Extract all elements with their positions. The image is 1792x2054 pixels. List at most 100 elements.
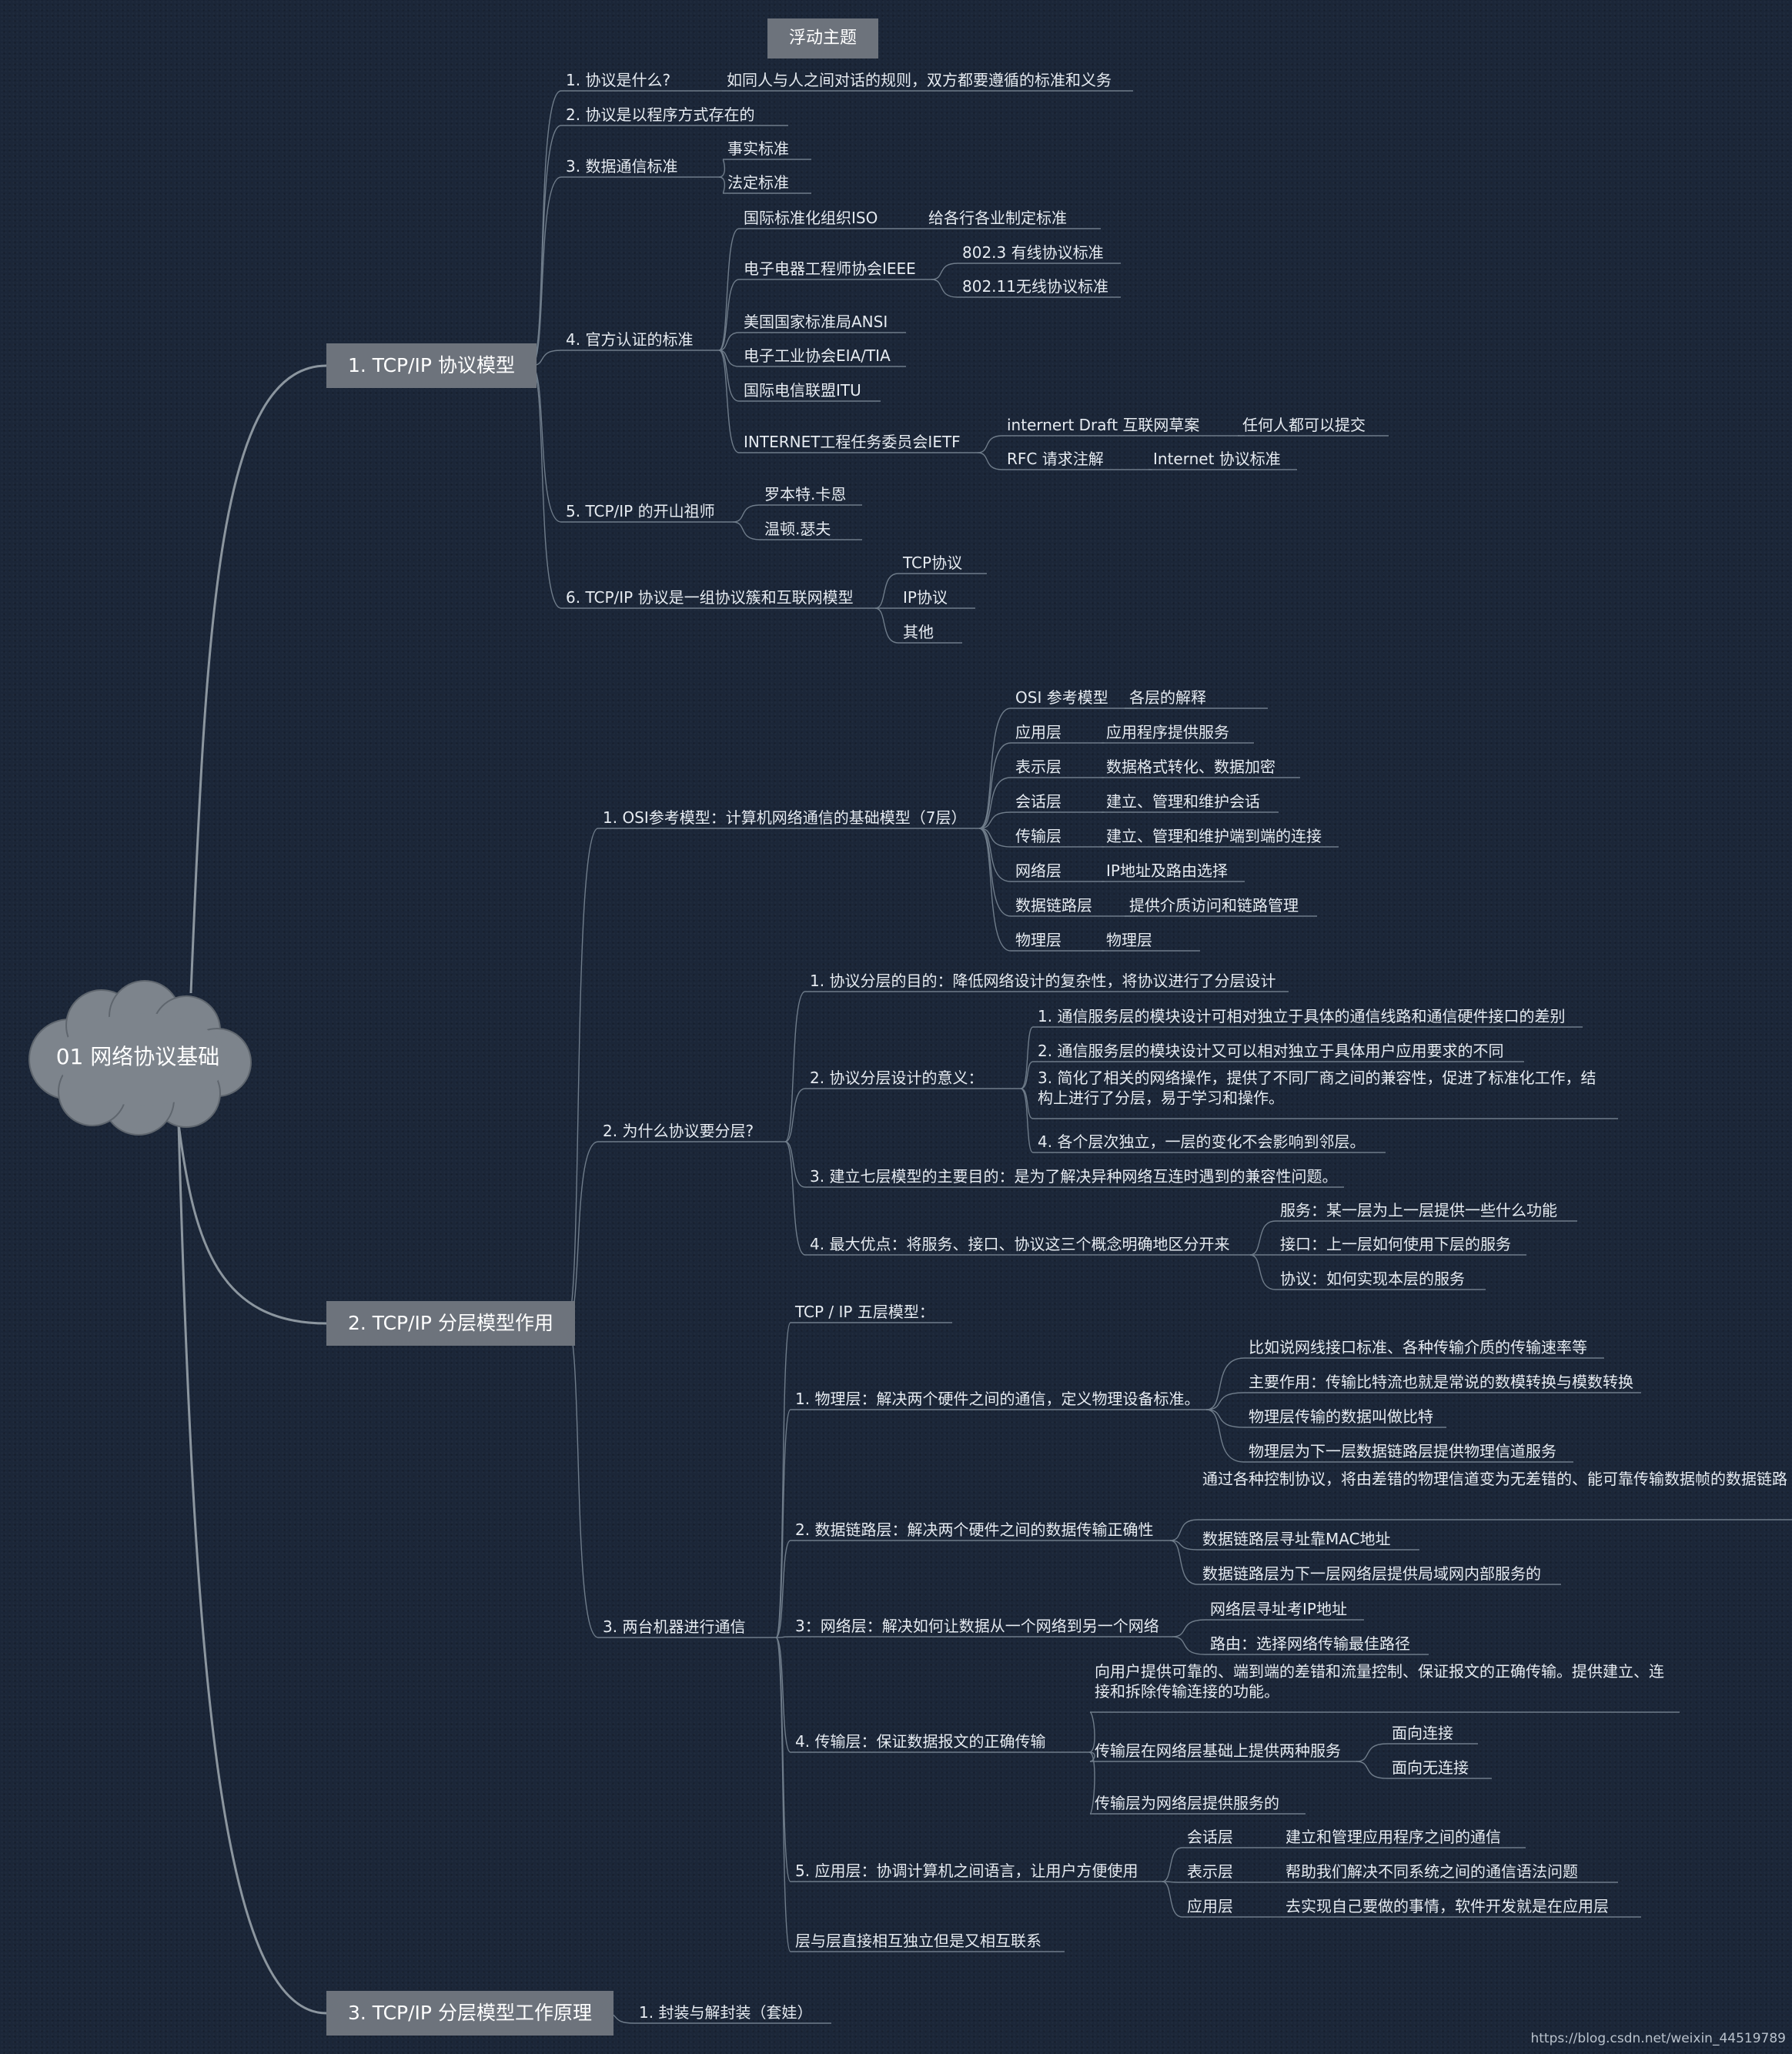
- node-osiv1[interactable]: 应用程序提供服务: [1106, 723, 1229, 741]
- node-s1n2[interactable]: 2. 协议是以程序方式存在的: [566, 105, 755, 124]
- node-phya[interactable]: 比如说网线接口标准、各种传输介质的传输速率等: [1249, 1338, 1587, 1357]
- node-dl[interactable]: 2. 数据链路层：解决两个硬件之间的数据传输正确性: [795, 1520, 1154, 1539]
- node-ietf[interactable]: INTERNET工程任务委员会IETF: [744, 433, 961, 451]
- node-last[interactable]: 层与层直接相互独立但是又相互联系: [795, 1932, 1041, 1950]
- node-dlb[interactable]: 数据链路层寻址靠MAC地址: [1202, 1530, 1391, 1548]
- node-comm[interactable]: 3. 两台机器进行通信: [603, 1617, 746, 1636]
- node-ietfb1[interactable]: Internet 协议标准: [1153, 450, 1281, 468]
- central-topic[interactable]: 01 网络协议基础: [15, 976, 260, 1138]
- node-why2c[interactable]: 3. 简化了相关的网络操作，提供了不同厂商之间的兼容性，促进了标准化工作，结构上…: [1038, 1069, 1596, 1107]
- node-why2b[interactable]: 2. 通信服务层的模块设计又可以相对独立于具体用户应用要求的不同: [1038, 1042, 1504, 1060]
- node-osiv4[interactable]: 建立、管理和维护端到端的连接: [1106, 827, 1322, 845]
- node-why4a[interactable]: 服务：某一层为上一层提供一些什么功能: [1280, 1201, 1557, 1219]
- node-iso[interactable]: 国际标准化组织ISO: [744, 209, 878, 227]
- main-topic-layer-principle[interactable]: 3. TCP/IP 分层模型工作原理: [326, 1991, 613, 2036]
- node-s1n3a[interactable]: 事实标准: [727, 139, 789, 158]
- link-appk2: [1162, 1881, 1183, 1918]
- main-topic-tcpip-model[interactable]: 1. TCP/IP 协议模型: [326, 343, 537, 388]
- node-phy[interactable]: 1. 物理层：解决两个硬件之间的通信，定义物理设备标准。: [795, 1390, 1200, 1408]
- node-s1n6c[interactable]: 其他: [903, 623, 934, 641]
- link-s1n3a: [718, 159, 726, 178]
- link-why2b: [1020, 1061, 1034, 1089]
- node-osik7[interactable]: 物理层: [1015, 931, 1061, 949]
- main-topic-layer-role[interactable]: 2. TCP/IP 分层模型作用: [326, 1301, 575, 1346]
- node-isoa[interactable]: 给各行各业制定标准: [928, 209, 1067, 227]
- node-t5[interactable]: TCP / IP 五层模型：: [795, 1303, 934, 1321]
- node-why4b[interactable]: 接口：上一层如何使用下层的服务: [1280, 1235, 1511, 1253]
- node-why4[interactable]: 4. 最大优点：将服务、接口、协议这三个概念明确地区分开来: [810, 1235, 1230, 1253]
- node-s1n3[interactable]: 3. 数据通信标准: [566, 157, 678, 176]
- node-dla[interactable]: 通过各种控制协议，将由差错的物理信道变为无差错的、能可靠传输数据帧的数据链路: [1202, 1470, 1787, 1488]
- node-tr[interactable]: 4. 传输层：保证数据报文的正确传输: [795, 1732, 1046, 1751]
- node-s3n1[interactable]: 1. 封装与解封装（套娃）: [639, 2003, 813, 2022]
- node-netb[interactable]: 路由：选择网络传输最佳路径: [1210, 1634, 1410, 1653]
- node-dlc[interactable]: 数据链路层为下一层网络层提供局域网内部服务的: [1202, 1564, 1541, 1583]
- node-osiv5[interactable]: IP地址及路由选择: [1106, 861, 1228, 880]
- node-why[interactable]: 2. 为什么协议要分层?: [603, 1122, 754, 1140]
- node-ansi[interactable]: 美国国家标准局ANSI: [744, 313, 888, 331]
- node-net[interactable]: 3：网络层：解决如何让数据从一个网络到另一个网络: [795, 1617, 1159, 1635]
- node-trb[interactable]: 传输层在网络层基础上提供两种服务: [1095, 1741, 1341, 1760]
- node-why2d[interactable]: 4. 各个层次独立，一层的变化不会影响到邻层。: [1038, 1132, 1366, 1151]
- node-trb1[interactable]: 面向连接: [1392, 1724, 1453, 1742]
- node-s1n5a[interactable]: 罗本特.卡恩: [764, 485, 847, 503]
- link-ansi: [718, 332, 740, 351]
- node-ieeea[interactable]: 802.3 有线协议标准: [962, 243, 1104, 262]
- main-branch-0: [189, 364, 327, 994]
- node-appk2[interactable]: 应用层: [1187, 1897, 1233, 1915]
- node-tra[interactable]: 向用户提供可靠的、端到端的差错和流量控制、保证报文的正确传输。提供建立、连接和拆…: [1095, 1662, 1664, 1701]
- node-eia[interactable]: 电子工业协会EIA/TIA: [744, 346, 891, 365]
- node-neta[interactable]: 网络层寻址考IP地址: [1210, 1600, 1347, 1618]
- node-osik4[interactable]: 传输层: [1015, 827, 1061, 845]
- node-s1n1a[interactable]: 如同人与人之间对话的规则，双方都要遵循的标准和义务: [727, 71, 1112, 89]
- node-phyb[interactable]: 主要作用：传输比特流也就是常说的数模转换与模数转换: [1249, 1373, 1633, 1391]
- node-osik1[interactable]: 应用层: [1015, 723, 1061, 741]
- node-s1n6[interactable]: 6. TCP/IP 协议是一组协议簇和互联网模型: [566, 588, 854, 607]
- node-ieee[interactable]: 电子电器工程师协会IEEE: [744, 259, 916, 278]
- node-osiv2[interactable]: 数据格式转化、数据加密: [1106, 758, 1275, 776]
- node-s1n5b[interactable]: 温顿.瑟夫: [764, 520, 831, 538]
- node-osik3[interactable]: 会话层: [1015, 792, 1061, 811]
- node-osiv3[interactable]: 建立、管理和维护会话: [1106, 792, 1260, 811]
- node-app[interactable]: 5. 应用层：协调计算机之间语言，让用户方便使用: [795, 1862, 1138, 1880]
- node-ietfa[interactable]: internert Draft 互联网草案: [1007, 416, 1200, 434]
- node-phyc[interactable]: 物理层传输的数据叫做比特: [1249, 1407, 1433, 1426]
- node-osi[interactable]: 1. OSI参考模型：计算机网络通信的基础模型（7层）: [603, 808, 967, 827]
- node-s1n3b[interactable]: 法定标准: [727, 173, 789, 192]
- node-osik0[interactable]: OSI 参考模型: [1015, 688, 1108, 707]
- node-s1n6b[interactable]: IP协议: [903, 588, 948, 607]
- node-trb2[interactable]: 面向无连接: [1392, 1758, 1469, 1777]
- link-comm: [566, 1323, 599, 1638]
- node-ietfb[interactable]: RFC 请求注解: [1007, 450, 1104, 468]
- node-osik6[interactable]: 数据链路层: [1015, 896, 1092, 915]
- node-why2[interactable]: 2. 协议分层设计的意义：: [810, 1069, 984, 1087]
- node-phyd[interactable]: 物理层为下一层数据链路层提供物理信道服务: [1249, 1442, 1556, 1460]
- node-why4c[interactable]: 协议：如何实现本层的服务: [1280, 1270, 1465, 1288]
- node-ietfa1[interactable]: 任何人都可以提交: [1242, 416, 1366, 434]
- link-why4: [784, 1141, 806, 1256]
- node-appv1[interactable]: 帮助我们解决不同系统之间的通信语法问题: [1285, 1862, 1578, 1881]
- node-osiv6[interactable]: 提供介质访问和链路管理: [1129, 896, 1299, 915]
- node-ieeeb[interactable]: 802.11无线协议标准: [962, 277, 1108, 296]
- node-osik2[interactable]: 表示层: [1015, 758, 1061, 776]
- node-trc[interactable]: 传输层为网络层提供服务的: [1095, 1794, 1279, 1812]
- floating-topic[interactable]: 浮动主题: [767, 18, 878, 59]
- node-osik5[interactable]: 网络层: [1015, 861, 1061, 880]
- node-why1[interactable]: 1. 协议分层的目的：降低网络设计的复杂性，将协议进行了分层设计: [810, 972, 1276, 990]
- node-appv0[interactable]: 建立和管理应用程序之间的通信: [1285, 1828, 1501, 1846]
- node-s1n5[interactable]: 5. TCP/IP 的开山祖师: [566, 502, 715, 520]
- node-s1n6a[interactable]: TCP协议: [903, 554, 963, 572]
- node-appv2[interactable]: 去实现自己要做的事情，软件开发就是在应用层: [1285, 1897, 1609, 1915]
- node-appk1[interactable]: 表示层: [1187, 1862, 1233, 1881]
- node-osiv0[interactable]: 各层的解释: [1129, 688, 1206, 707]
- node-appk0[interactable]: 会话层: [1187, 1828, 1233, 1846]
- node-s1n4[interactable]: 4. 官方认证的标准: [566, 330, 694, 349]
- node-why3[interactable]: 3. 建立七层模型的主要目的：是为了解决异种网络互连时遇到的兼容性问题。: [810, 1167, 1338, 1186]
- node-itu[interactable]: 国际电信联盟ITU: [744, 381, 861, 400]
- node-why2a[interactable]: 1. 通信服务层的模块设计可相对独立于具体的通信线路和通信硬件接口的差别: [1038, 1007, 1566, 1025]
- node-s1n1[interactable]: 1. 协议是什么?: [566, 71, 671, 89]
- link-dlb: [1169, 1540, 1199, 1551]
- link-s1n5a: [732, 504, 761, 523]
- node-osiv7[interactable]: 物理层: [1106, 931, 1152, 949]
